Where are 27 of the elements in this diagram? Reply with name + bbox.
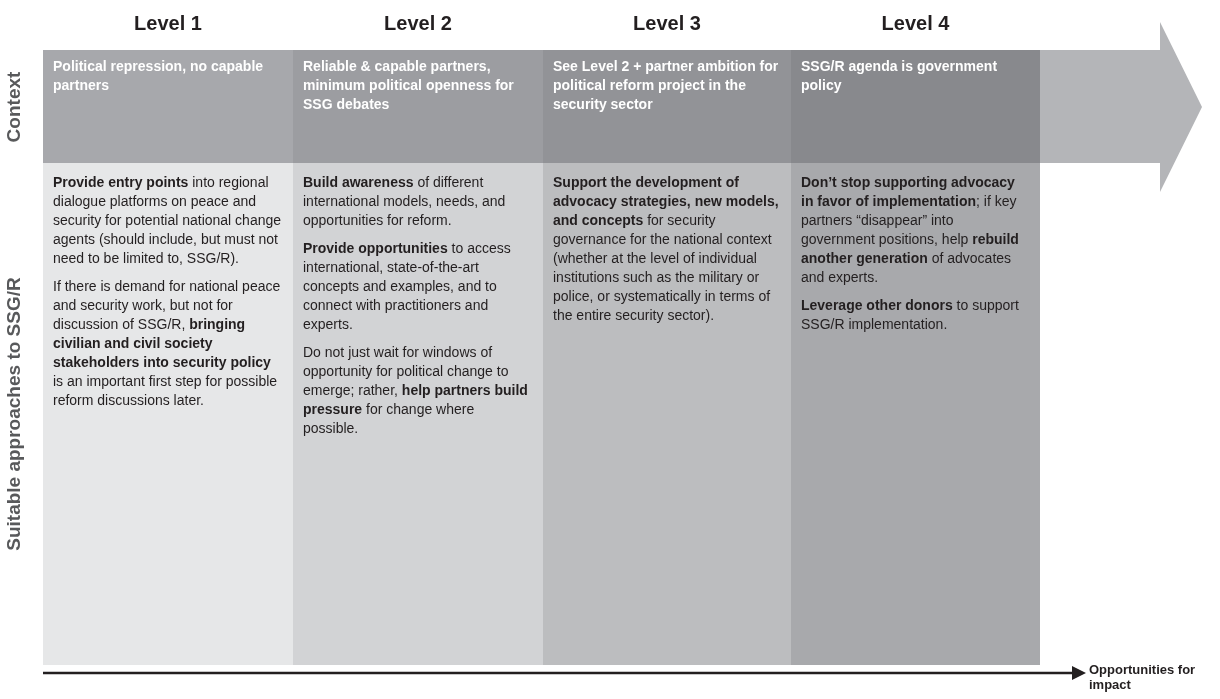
approach-text: Build awareness of different international models, needs, and opportunities for reform. — [303, 173, 507, 230]
context-text: SSG/R agenda is government policy — [801, 57, 999, 95]
axis-label: Opportunities for impact — [1089, 662, 1197, 692]
level-heading: Level 1 — [133, 11, 203, 36]
context-cell — [543, 50, 791, 163]
approach-text: Provide entry points into regional dialogue platforms on peace and security for potential national change agents (should include, but must not need to be limited to, SSG/R). — [53, 173, 283, 268]
approach-text: If there is demand for national peace and security work, but not for discussion of SSG/R, bringing civilian and civil society stakeholders into security policy is an important first step for possible reform discussions later. — [53, 277, 282, 410]
context-cell — [43, 50, 293, 163]
row-heading: Suitable approaches to SSG/R — [2, 276, 25, 553]
approach-cell — [43, 163, 293, 665]
context-text: Reliable & capable partners, minimum political openness for SSG debates — [303, 57, 515, 114]
approach-text: Do not just wait for windows of opportunity for political change to emerge; rather, help partners build pressure for change where possible. — [303, 343, 529, 438]
context-cell — [791, 50, 1040, 163]
approach-text: Leverage other donors to support SSG/R implementation. — [801, 296, 1020, 334]
approach-text: Provide opportunities to access international, state-of-the-art concepts and examples, and to connect with practitioners and experts. — [303, 239, 512, 334]
approach-cell — [543, 163, 791, 665]
level-heading: Level 4 — [880, 11, 951, 36]
context-cell — [293, 50, 543, 163]
row-heading: Context — [2, 70, 25, 145]
level-heading: Level 2 — [383, 11, 453, 36]
approach-cell — [293, 163, 543, 665]
approach-cell — [791, 163, 1040, 665]
context-text: See Level 2 + partner ambition for political reform project in the security sector — [553, 57, 780, 114]
approach-text: Don’t stop supporting advocacy in favor of implementation; if key partners “disappear” into government positions, help rebuild another generation of advocates and experts. — [801, 173, 1020, 287]
level-heading: Level 3 — [632, 11, 702, 36]
context-text: Political repression, no capable partners — [53, 57, 265, 95]
approach-text: Support the development of advocacy strategies, new models, and concepts for security governance for the national context (whether at the level of individual institutions such as the military or police, or systematically in terms of the entire security sector). — [553, 173, 780, 325]
